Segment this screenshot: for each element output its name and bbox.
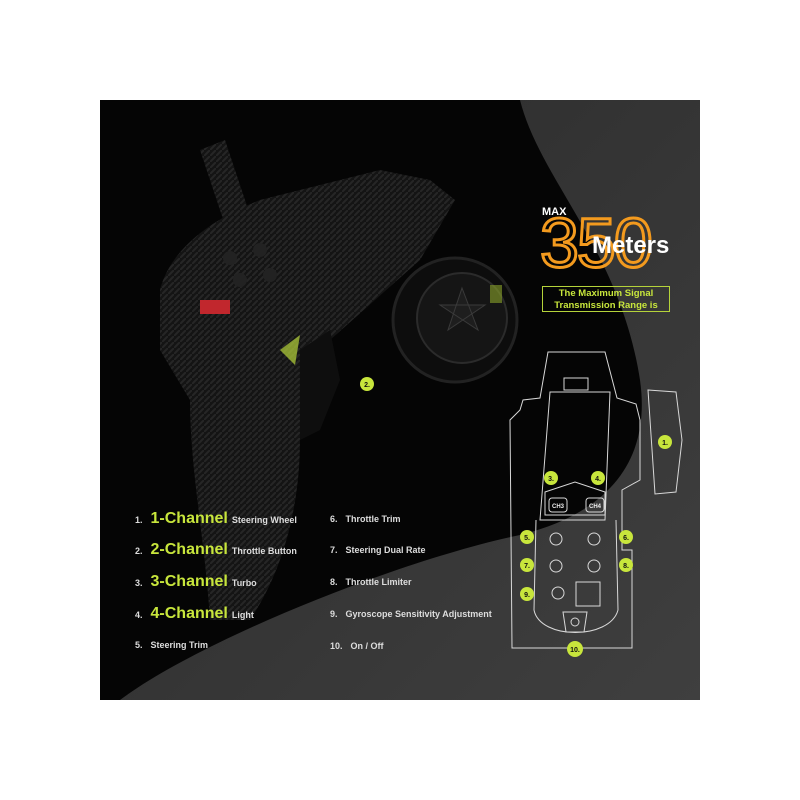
diagram-badges: [360, 377, 672, 657]
ch4-label: CH4: [589, 504, 602, 510]
item-number: 6.: [330, 514, 338, 524]
steering-wheel-outline: [647, 389, 683, 495]
item-number: 10.: [330, 641, 343, 651]
badge-3: [544, 471, 558, 485]
item-desc: Light: [231, 610, 254, 620]
controller-diagram: [509, 351, 683, 649]
badge-10: [567, 641, 583, 657]
item-number: 2.: [135, 546, 143, 556]
item-desc: Gyroscope Sensitivity Adjustment: [345, 609, 492, 619]
badge-label: 9.: [524, 592, 530, 599]
badge-label: 2.: [364, 382, 370, 389]
badge-label: 3.: [548, 476, 554, 483]
range-caption: The Maximum Signal Transmission Range is: [542, 286, 670, 312]
max-label: MAX: [542, 206, 567, 218]
badge-4: [591, 471, 605, 485]
item-desc: Steering Dual Rate: [345, 545, 426, 555]
badge-label: 7.: [524, 563, 530, 570]
badge-label: 1.: [662, 440, 668, 447]
item-number: 9.: [330, 609, 338, 619]
list-item: 5. Steering Trim: [135, 640, 208, 650]
caption-line-2: Transmission Range is: [554, 300, 658, 311]
badge-2: [360, 377, 374, 391]
item-desc: On / Off: [350, 641, 384, 651]
list-item: 10. On / Off: [330, 641, 384, 651]
item-desc: Steering Trim: [150, 640, 209, 650]
range-value: 350: [539, 204, 655, 282]
item-desc: Throttle Trim: [345, 514, 401, 524]
item-channel: 4-Channel: [150, 605, 228, 622]
list-item: 9. Gyroscope Sensitivity Adjustment: [330, 609, 492, 619]
item-desc: Turbo: [231, 578, 257, 588]
badge-7: [520, 558, 534, 572]
badge-label: 8.: [623, 563, 629, 570]
caption-line-1: The Maximum Signal: [558, 288, 654, 299]
item-number: 8.: [330, 577, 338, 587]
badge-label: 10.: [570, 647, 580, 654]
list-item: 7. Steering Dual Rate: [330, 545, 426, 555]
badge-label: 6.: [623, 535, 629, 542]
badge-label: 5.: [524, 535, 530, 542]
badge-6: [619, 530, 633, 544]
badge-1: [658, 435, 672, 449]
item-number: 4.: [135, 610, 143, 620]
item-number: 3.: [135, 578, 143, 588]
range-unit: Meters: [592, 232, 670, 259]
badge-8: [619, 558, 633, 572]
item-channel: 1-Channel: [150, 510, 228, 527]
item-desc: Throttle Limiter: [345, 577, 412, 587]
item-channel: 2-Channel: [150, 541, 228, 558]
item-channel: 3-Channel: [150, 573, 228, 590]
ch3-label: CH3: [552, 504, 565, 510]
item-number: 1.: [135, 515, 143, 525]
list-item: 8. Throttle Limiter: [330, 577, 412, 587]
item-desc: Throttle Button: [231, 546, 297, 556]
item-desc: Steering Wheel: [231, 515, 297, 525]
item-number: 5.: [135, 640, 143, 650]
list-item: 6. Throttle Trim: [330, 514, 401, 524]
transmitter-image: [160, 140, 519, 620]
gray-swoosh: [120, 100, 700, 700]
badge-label: 4.: [595, 476, 601, 483]
badge-9: [520, 587, 534, 601]
item-number: 7.: [330, 545, 338, 555]
badge-5: [520, 530, 534, 544]
